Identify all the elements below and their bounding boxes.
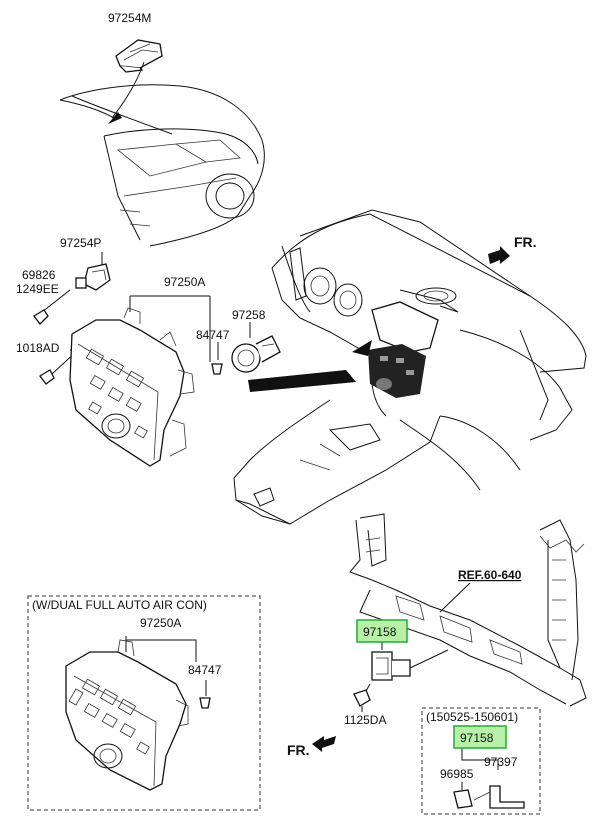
car-body-drawing [59, 61, 265, 247]
rain-sensor-97254m-drawing [115, 39, 163, 73]
label-97250a-top: 97250A [164, 275, 205, 289]
fr-arrow-bottom [312, 736, 336, 752]
label-dual-full-auto: (W/DUAL FULL AUTO AIR CON) [32, 598, 207, 612]
date-range-parts-drawing [453, 748, 525, 809]
screw-1125da-drawing [353, 683, 371, 712]
climate-control-97250a-drawing [69, 295, 211, 467]
highlight-97158-small [453, 725, 507, 749]
label-84747-box: 84747 [188, 663, 222, 677]
label-84747-top: 84747 [196, 328, 230, 342]
switch-97258-drawing [231, 322, 281, 373]
label-97254m: 97254M [108, 11, 151, 25]
ref-leader [439, 582, 471, 613]
cowl-bracket-drawing [349, 513, 587, 707]
label-1018ad: 1018AD [16, 341, 60, 355]
clip-84747-top-drawing [211, 342, 223, 375]
label-96985: 96985 [440, 767, 474, 781]
label-fr-top: FR. [514, 234, 537, 250]
label-1125da: 1125DA [344, 713, 386, 727]
label-97158-small: 97158 [460, 731, 494, 745]
label-date-range: (150525-150601) [426, 710, 518, 724]
label-ref-60-640: REF.60-640 [458, 568, 522, 582]
label-97397: 97397 [484, 755, 518, 769]
dashboard-drawing [233, 209, 587, 525]
highlight-97158-main [356, 619, 408, 643]
label-69826: 69826 [22, 268, 56, 282]
label-97254p: 97254P [60, 236, 101, 250]
label-fr-bottom: FR. [287, 742, 310, 758]
label-1249ee: 1249EE [16, 282, 59, 296]
label-97250a-box: 97250A [140, 616, 181, 630]
bracket-97158-drawing [371, 641, 449, 681]
label-97158-main: 97158 [363, 625, 397, 639]
sensor-97254p-drawing [75, 252, 111, 291]
climate-control-97250a-box-drawing [65, 636, 197, 791]
dual-full-auto-box [27, 595, 261, 811]
screw-1249ee-drawing [33, 289, 71, 325]
date-range-box [421, 707, 541, 815]
clip-84747-box-drawing [199, 680, 211, 709]
label-97258: 97258 [232, 308, 266, 322]
fr-arrow-top [488, 246, 510, 264]
